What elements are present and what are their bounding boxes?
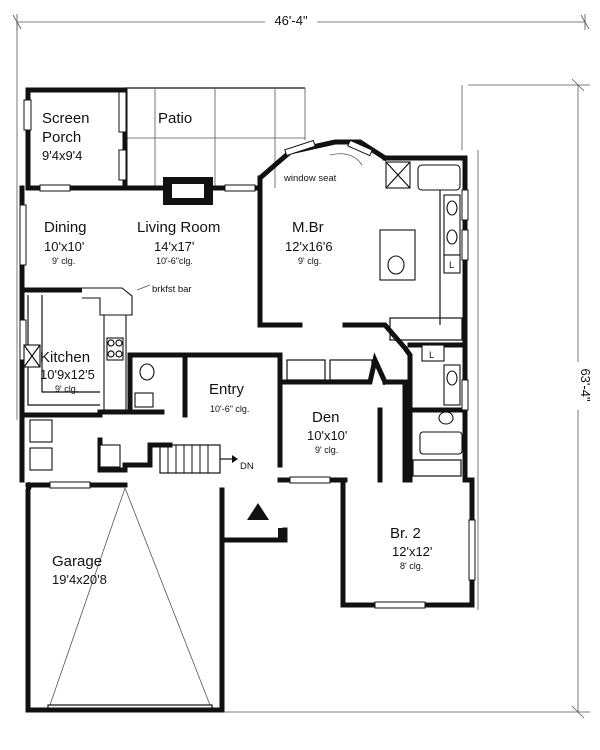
windows	[19, 91, 476, 609]
stair-down-label: DN	[240, 461, 254, 472]
entry-ceiling: 10'-6" clg.	[210, 404, 249, 414]
patio-area	[125, 87, 306, 188]
closet-shelving	[286, 317, 463, 477]
screen-porch-label-1: Screen	[42, 110, 90, 127]
bedroom-2-ceiling: 8' clg.	[400, 561, 423, 571]
living-room-size: 14'x17'	[154, 239, 194, 254]
den-label: Den	[312, 409, 340, 426]
den-size: 10'x10'	[307, 428, 347, 443]
master-bedroom-ceiling: 9' clg.	[298, 256, 321, 266]
dining-label: Dining	[44, 219, 87, 236]
master-bedroom-size: 12'x16'6	[285, 239, 333, 254]
depth-dimension-bg	[566, 362, 586, 410]
bedroom-2-size: 12'x12'	[392, 544, 432, 559]
bedroom-2-label: Br. 2	[390, 525, 421, 542]
kitchen-size: 10'9x12'5	[40, 367, 95, 382]
kitchen-label: Kitchen	[40, 349, 90, 366]
bath-fixtures	[134, 161, 463, 455]
fireplace	[163, 177, 213, 205]
width-dimension-bg	[265, 12, 317, 28]
entry-label: Entry	[209, 381, 245, 398]
depth-dimension-label: 63'-4"	[578, 368, 593, 402]
room-labels: Screen Porch 9'4x9'4 Patio Dining 10'x10…	[40, 110, 454, 587]
living-room-label: Living Room	[137, 219, 220, 236]
den-ceiling: 9' clg.	[315, 445, 338, 455]
staircase	[159, 444, 238, 474]
window-seat-arc	[329, 153, 363, 166]
patio-label: Patio	[158, 110, 192, 127]
kitchen-ceiling: 9' clg.	[55, 384, 78, 394]
main-entrance-arrow-icon	[247, 503, 269, 520]
living-room-ceiling: 10'-6"clg.	[156, 256, 193, 266]
master-bedroom-label: M.Br	[292, 219, 324, 236]
screen-porch-size: 9'4x9'4	[42, 148, 82, 163]
width-dimension-label: 46'-4"	[274, 13, 308, 28]
window-seat-note: window seat	[283, 173, 337, 184]
linen-label-master: L	[449, 260, 454, 271]
interior-walls	[19, 287, 468, 543]
dining-ceiling: 9' clg.	[52, 256, 75, 266]
garage-label: Garage	[52, 553, 102, 570]
dining-size: 10'x10'	[44, 239, 84, 254]
garage-size: 19'4x20'8	[52, 572, 107, 587]
kitchen-fixtures	[23, 284, 151, 471]
entry-post	[278, 528, 286, 538]
breakfast-bar-note: brkfst bar	[152, 284, 192, 295]
dimension-lines	[12, 14, 590, 719]
linen-label-bath2: L	[429, 350, 434, 361]
garage-gable	[47, 487, 213, 712]
screen-porch-label-2: Porch	[42, 129, 81, 146]
